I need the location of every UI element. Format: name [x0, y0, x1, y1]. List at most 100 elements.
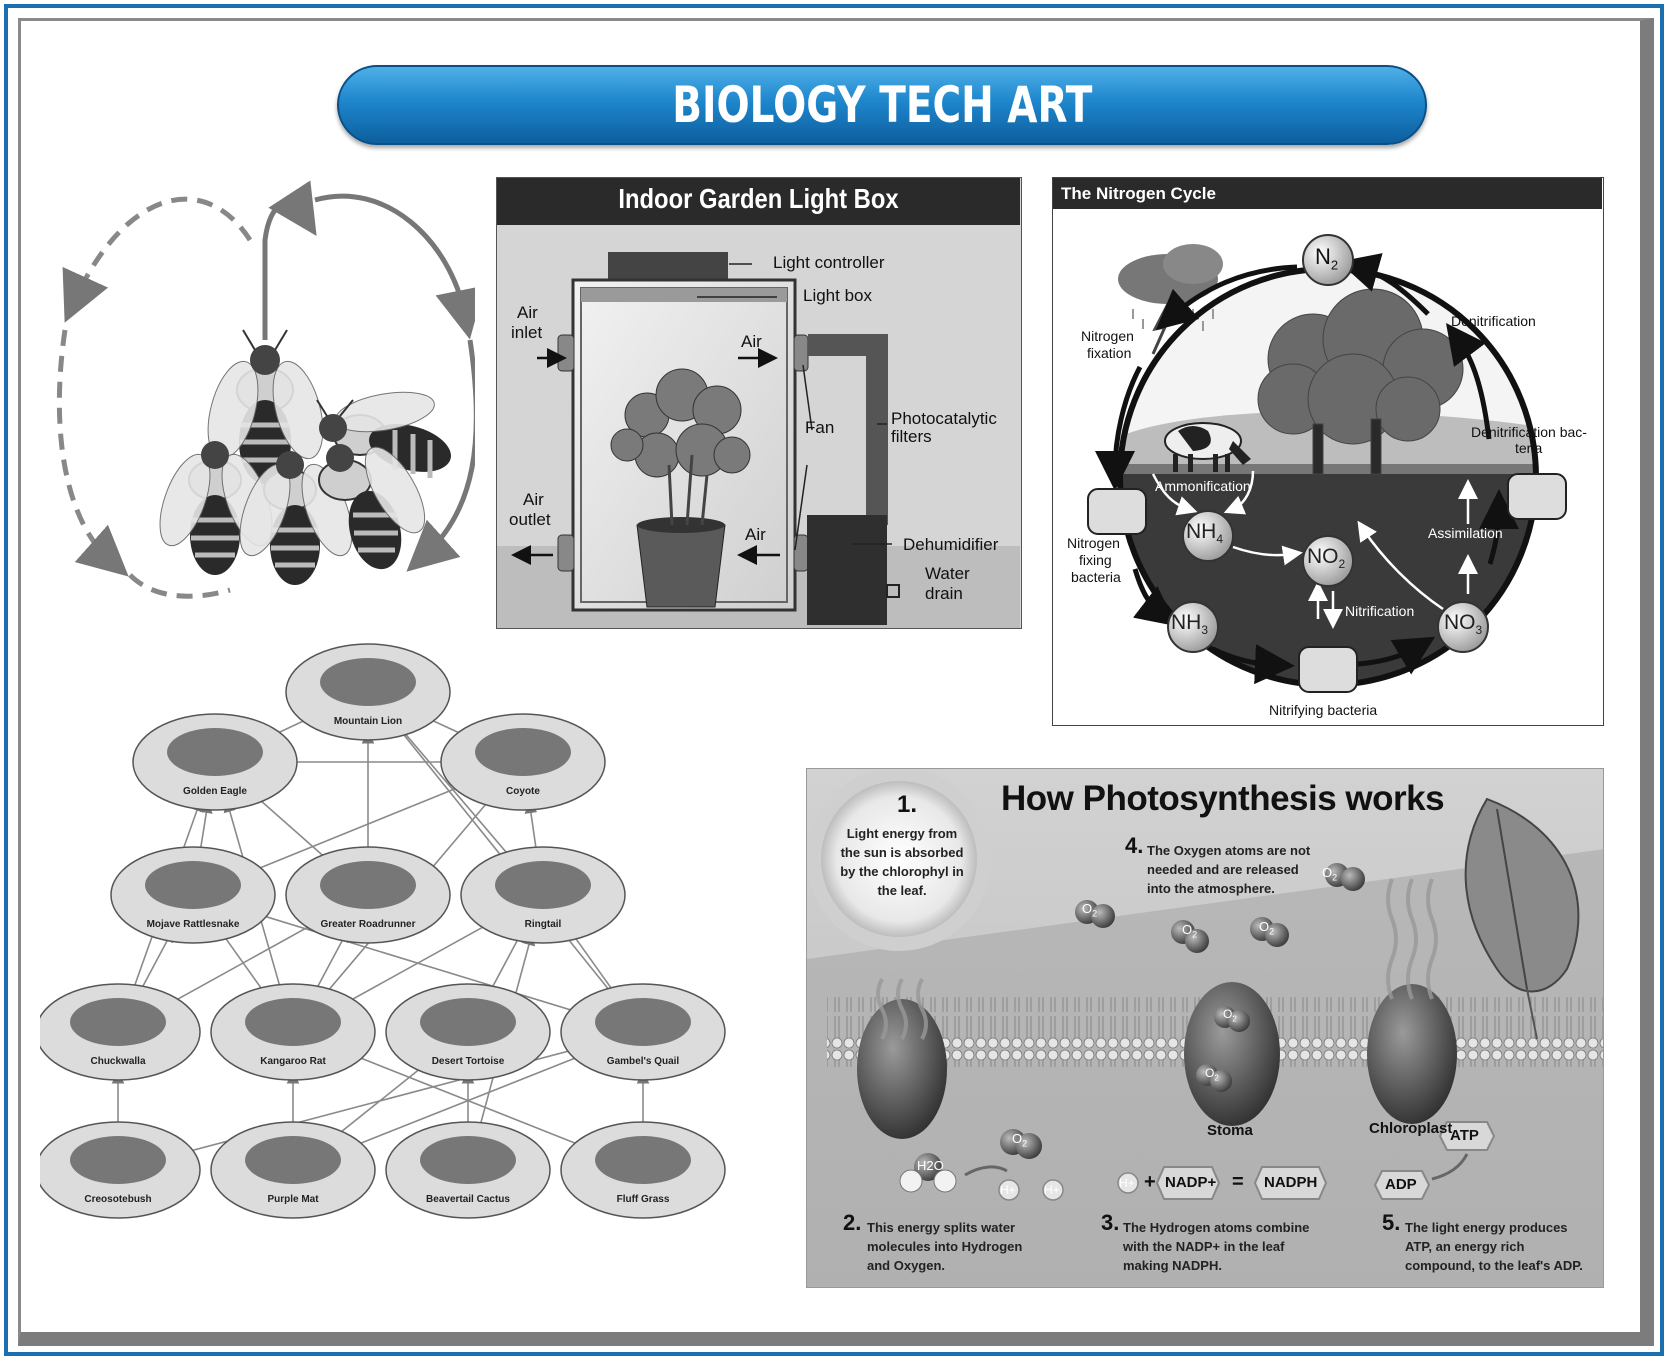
- organism-icon: [145, 861, 241, 909]
- dashed-arrow-top: [62, 196, 253, 323]
- food-web-label: Greater Roadrunner: [320, 919, 415, 930]
- light-box-header: [497, 178, 1020, 225]
- nh4-label: NH4: [1186, 520, 1224, 547]
- nitrogen-header: [1053, 178, 1602, 209]
- label-nitrification: Nitrification: [1345, 603, 1415, 619]
- plant-pot: [636, 524, 726, 608]
- step-1-text: Light energy from the sun is absorbed by…: [827, 824, 977, 900]
- step-1-number: 1.: [897, 791, 918, 818]
- h-plus-label: H+: [1119, 1176, 1135, 1190]
- label-water-drain-1: Water: [925, 564, 970, 583]
- label-assimilation: Assimilation: [1428, 525, 1503, 541]
- food-web-link: [329, 1044, 606, 1157]
- organism-icon: [167, 728, 263, 776]
- adp-label: ADP: [1385, 1176, 1417, 1193]
- n2-label: N2: [1315, 244, 1339, 273]
- organism-icon: [70, 1136, 166, 1184]
- label-denitrification-bacteria-2: teria: [1515, 440, 1543, 456]
- chloroplast-left: [857, 999, 947, 1139]
- air-inlet-vent: [557, 334, 575, 372]
- outer-frame: [4, 4, 1664, 1356]
- photosynthesis-title: How Photosynthesis works: [1001, 779, 1445, 818]
- organism-icon: [420, 998, 516, 1046]
- n2-molecule: [1302, 234, 1354, 286]
- no2-label: NO2: [1307, 545, 1346, 572]
- label-denitrification-bacteria-1: Denitrification bac-: [1471, 424, 1587, 440]
- label-stoma: Stoma: [1207, 1122, 1253, 1139]
- food-web-node: Creosotebush: [40, 1121, 201, 1219]
- label-ammonification: Ammonification: [1155, 478, 1251, 494]
- label-air-top: Air: [741, 332, 762, 351]
- organism-icon: [595, 998, 691, 1046]
- step-5-line: The light energy produces: [1405, 1220, 1568, 1235]
- label-nitrogen-fixation-1: Nitrogen: [1081, 328, 1134, 344]
- chloroplast-right: [1367, 984, 1457, 1124]
- label-nitrogen-fixing-3: bacteria: [1071, 569, 1121, 585]
- step-2-line: molecules into Hydrogen: [867, 1239, 1023, 1254]
- o2-label: O2: [1182, 922, 1198, 940]
- food-web-label: Gambel's Quail: [607, 1056, 680, 1067]
- step-5-number: 5.: [1382, 1210, 1401, 1235]
- no3-molecule: [1437, 601, 1489, 653]
- label-air-inlet-2: inlet: [511, 323, 543, 342]
- food-web-node: Ringtail: [460, 846, 626, 944]
- photosynthesis-diagram: [807, 769, 1603, 1287]
- equals-sign: =: [1232, 1171, 1244, 1193]
- label-air-bottom: Air: [745, 525, 766, 544]
- step-5-text: The light energy produces ATP, an energy…: [1405, 1218, 1583, 1275]
- bee-icon-far-right: [318, 444, 426, 570]
- food-web-node: Coyote: [440, 713, 606, 811]
- food-web-label: Beavertail Cactus: [426, 1194, 510, 1205]
- air-outlet-vent: [557, 534, 575, 572]
- organism-icon: [320, 861, 416, 909]
- food-web-node: Kangaroo Rat: [210, 983, 376, 1081]
- stoma-cell: [1184, 982, 1280, 1126]
- h-plus-label: H+: [1044, 1183, 1060, 1197]
- food-web-label: Purple Mat: [267, 1194, 319, 1205]
- h-plus-ion-3: [1117, 1172, 1139, 1194]
- solid-arrow-return: [406, 339, 475, 572]
- nitrogen-title: The Nitrogen Cycle: [1061, 184, 1216, 203]
- h-plus-label: H+: [1000, 1183, 1016, 1197]
- nh3-label: NH3: [1171, 611, 1209, 638]
- photosynthesis-panel: How Photosynthesis works 1. Light energy…: [806, 768, 1604, 1288]
- nh3-molecule: [1167, 601, 1219, 653]
- label-chloroplast: Chloroplast: [1369, 1120, 1453, 1137]
- organism-icon: [70, 998, 166, 1046]
- food-web-node: Beavertail Cactus: [385, 1121, 551, 1219]
- nadph-badge: [1253, 1166, 1328, 1200]
- light-controller-box: [608, 252, 728, 279]
- organism-icon: [495, 861, 591, 909]
- light-box-diagram: [511, 252, 900, 625]
- step-4-line: needed and are released: [1147, 862, 1299, 877]
- food-web-node: Golden Eagle: [132, 713, 298, 811]
- h-plus-ion-1: [998, 1179, 1020, 1201]
- label-nitrifying-bacteria: Nitrifying bacteria: [1269, 702, 1378, 718]
- step-4-line: into the atmosphere.: [1147, 881, 1275, 896]
- food-web-node: Mojave Rattlesnake: [110, 846, 276, 944]
- oxygen-molecules: [1000, 863, 1365, 1159]
- nitrogen-cycle-panel: The Nitrogen Cycle: [1052, 177, 1604, 726]
- food-web-node: Gambel's Quail: [560, 983, 726, 1081]
- atp-label: ATP: [1450, 1127, 1479, 1144]
- label-nitrogen-fixation-2: fixation: [1087, 345, 1132, 361]
- food-web-node: Greater Roadrunner: [285, 846, 451, 944]
- nadp-plus-label: NADP+: [1165, 1174, 1217, 1191]
- o2-label: O2: [1012, 1131, 1028, 1149]
- nitrogen-fixing-bacteria-icon: [1087, 488, 1147, 535]
- food-web-node: Mountain Lion: [285, 643, 451, 741]
- organism-icon: [420, 1136, 516, 1184]
- food-web-link: [394, 721, 518, 866]
- food-web-link: [229, 775, 486, 881]
- tree-icon: [1257, 288, 1464, 475]
- label-nitrogen-fixing-2: fixing: [1079, 552, 1112, 568]
- label-denitrification: Denitrification: [1451, 313, 1536, 329]
- label-air-outlet-2: outlet: [509, 510, 551, 529]
- food-web-label: Mojave Rattlesnake: [147, 919, 240, 930]
- adp-badge: [1373, 1170, 1431, 1200]
- organism-icon: [245, 1136, 341, 1184]
- food-web-label: Ringtail: [525, 919, 562, 930]
- step-1-line: the leaf.: [877, 883, 927, 898]
- step-4-line: The Oxygen atoms are not: [1147, 843, 1311, 858]
